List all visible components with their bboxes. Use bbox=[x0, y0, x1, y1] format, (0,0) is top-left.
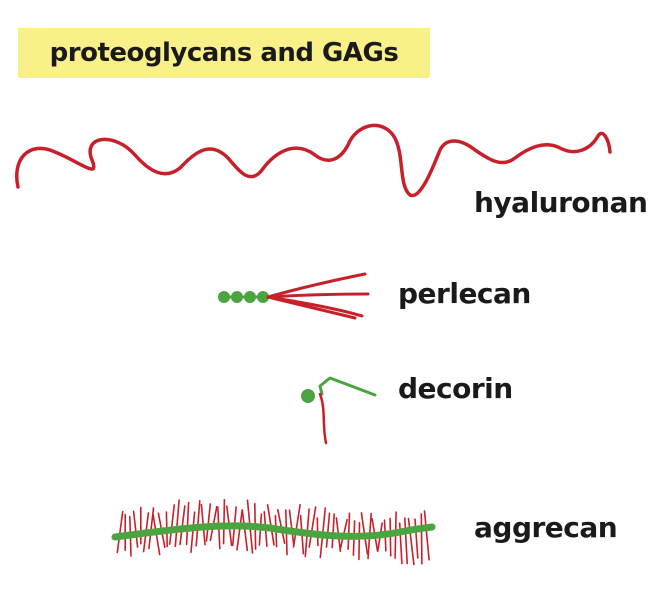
aggrecan-gag-bristle bbox=[347, 512, 351, 551]
aggrecan-gag-bristle bbox=[358, 521, 361, 561]
aggrecan-gag-bristle bbox=[308, 506, 317, 548]
aggrecan-gag-bristle bbox=[407, 517, 415, 566]
aggrecan-molecule bbox=[111, 498, 436, 566]
aggrecan-gag-bristle bbox=[168, 504, 176, 546]
aggrecan-gag-bristle bbox=[222, 498, 226, 545]
aggrecan-gag-bristle bbox=[190, 511, 196, 554]
aggrecan-gag-bristle bbox=[331, 513, 336, 549]
title-highlight: proteoglycans and GAGs bbox=[18, 28, 430, 78]
hyaluronan-chain bbox=[15, 123, 612, 198]
aggrecan-gag-bristle bbox=[241, 509, 249, 552]
aggrecan-gag-bristle bbox=[414, 518, 419, 559]
aggrecan-gag-bristle bbox=[116, 510, 124, 554]
aggrecan-gag-bristle bbox=[205, 503, 212, 542]
hyaluronan-label: hyaluronan bbox=[474, 186, 648, 219]
decorin-label: decorin bbox=[398, 372, 513, 405]
aggrecan-label: aggrecan bbox=[474, 511, 618, 544]
aggrecan-gag-bristle bbox=[420, 513, 423, 565]
aggrecan-gag-bristle bbox=[423, 510, 430, 561]
aggrecan-gag-bristle bbox=[236, 509, 243, 551]
aggrecan-gag-bristle bbox=[132, 510, 139, 548]
aggrecan-gag-bristle bbox=[288, 509, 295, 546]
aggrecan-gag-bristle bbox=[179, 505, 186, 546]
diagram-title: proteoglycans and GAGs bbox=[49, 38, 399, 68]
perlecan-molecule bbox=[218, 272, 370, 320]
decorin-molecule bbox=[301, 376, 377, 445]
aggrecan-gag-bristle bbox=[174, 499, 180, 548]
aggrecan-gag-bristle bbox=[292, 503, 301, 548]
aggrecan-gag-bristle bbox=[185, 501, 190, 546]
perlecan-label: perlecan bbox=[398, 277, 531, 310]
aggrecan-gag-bristle bbox=[195, 499, 201, 547]
aggrecan-gag-bristle bbox=[325, 512, 331, 548]
aggrecan-gag-bristle bbox=[403, 517, 409, 565]
